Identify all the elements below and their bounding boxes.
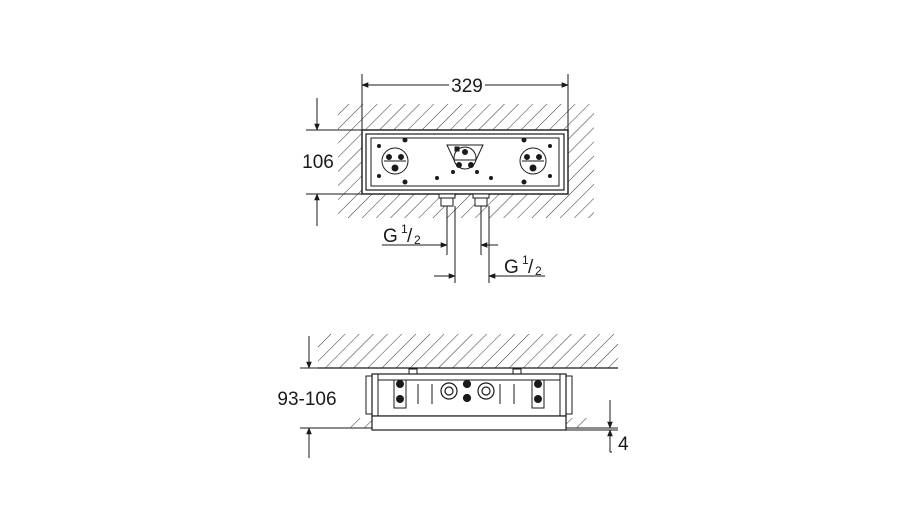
thread-right-den: 2 [535, 264, 542, 278]
depth-dimension [300, 336, 349, 458]
side-screws-icon [396, 380, 542, 403]
wall-opening [361, 129, 569, 195]
diverter-middle-icon [446, 144, 484, 174]
thread-left-num: 1 [401, 222, 408, 236]
width-dimension [361, 74, 569, 130]
ceiling-hatch [318, 334, 618, 368]
thread-dimensions [382, 206, 545, 283]
side-view [300, 334, 618, 458]
mounting-box [365, 133, 565, 191]
finish-hatch-left [349, 418, 373, 428]
thread-label-left: G 1 / 2 [383, 222, 421, 247]
pipe-connections [435, 176, 493, 207]
thread-right-sep: / [528, 257, 534, 278]
top-view [306, 74, 594, 283]
thread-label-right: G 1 / 2 [504, 253, 542, 278]
thread-right-num: 1 [522, 253, 529, 267]
width-label: 329 [451, 76, 483, 97]
thread-left-den: 2 [414, 233, 421, 247]
side-box-frame [371, 415, 567, 431]
valve-left-icon [377, 137, 409, 185]
finish-hatch-right [565, 418, 589, 428]
depth-label: 93-106 [277, 389, 336, 410]
offset-label: 4 [618, 434, 629, 455]
mounting-box-inner [370, 137, 560, 187]
thread-right-base: G [504, 257, 519, 278]
thread-left-base: G [383, 226, 398, 247]
valve-right-icon [519, 137, 552, 185]
side-ports-icon [440, 379, 495, 403]
height-label: 106 [302, 152, 334, 173]
offset-dimension [566, 400, 618, 453]
height-dimension [306, 98, 362, 226]
thread-left-sep: / [407, 226, 413, 247]
